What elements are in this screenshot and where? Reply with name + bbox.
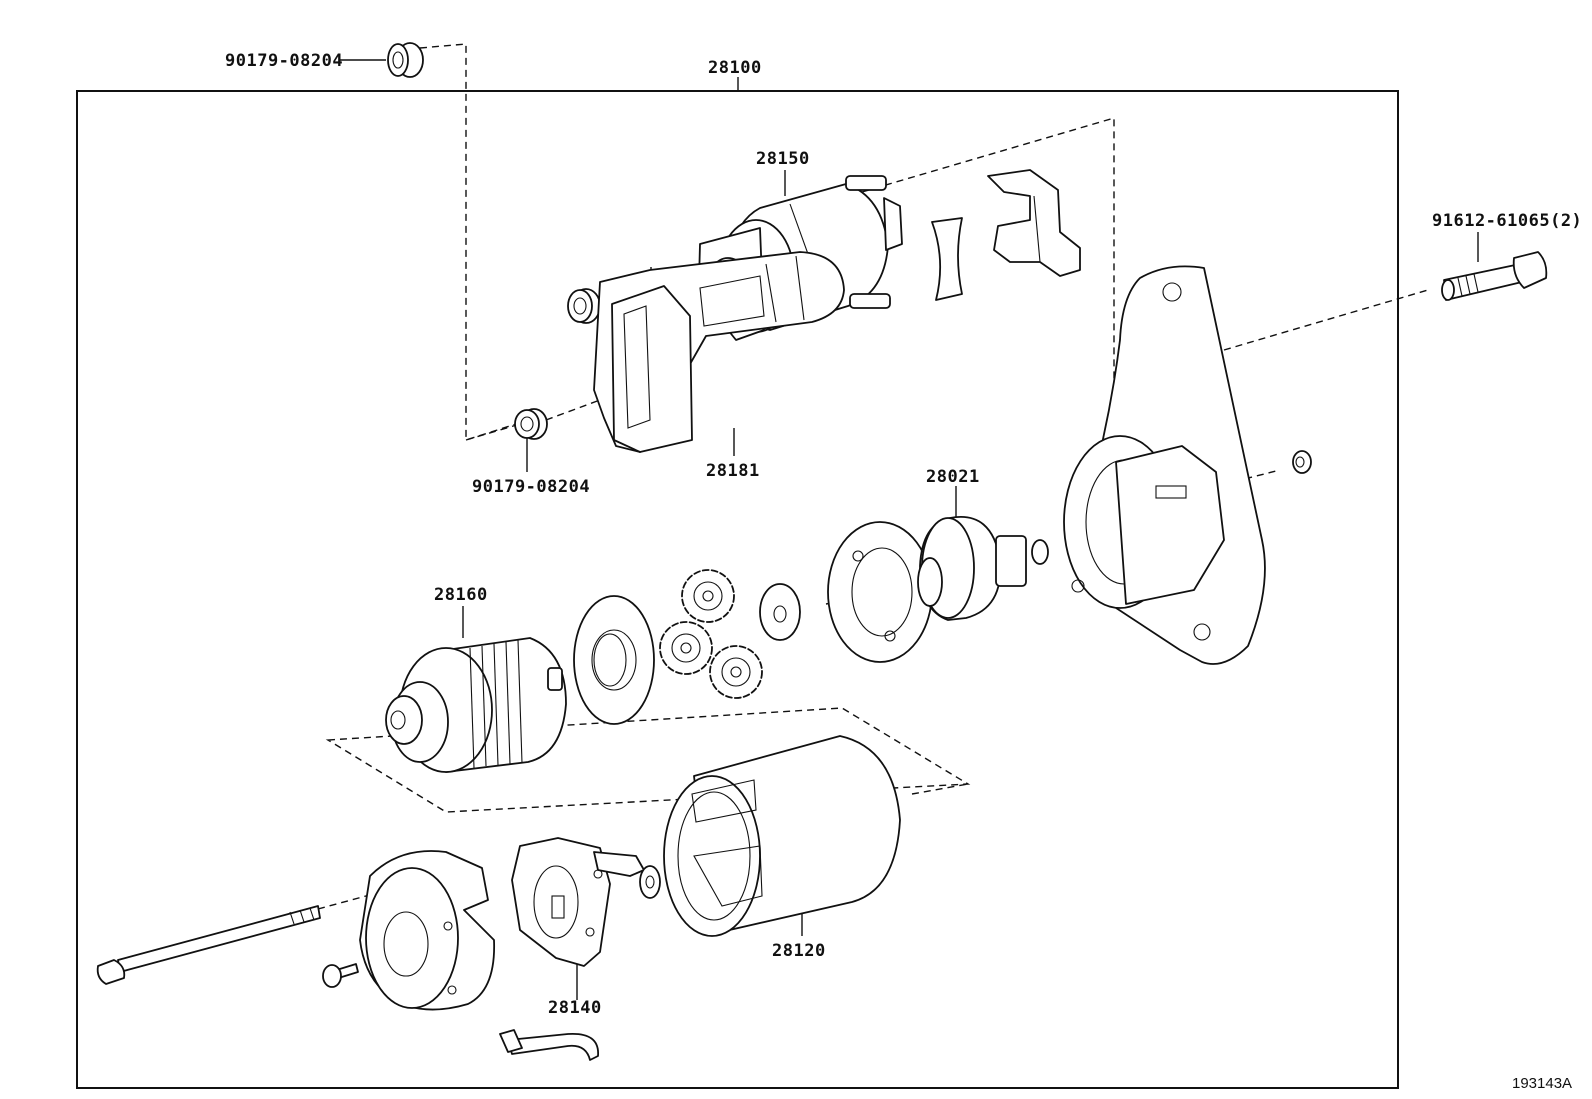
switch-nut-icon	[567, 288, 601, 324]
wire-lead-icon	[499, 1029, 599, 1061]
nut-top-icon[interactable]	[387, 42, 424, 78]
end-frame-icon[interactable]	[359, 850, 495, 1011]
label-yoke: 28120	[772, 941, 826, 961]
washer-icon	[759, 583, 801, 641]
label-through-bolt: 91612-61065(2)	[1432, 211, 1582, 231]
housing-nut-icon	[1292, 450, 1312, 474]
label-clutch: 28021	[926, 467, 980, 487]
label-assembly: 28100	[708, 58, 762, 78]
long-bolt-icon	[96, 905, 321, 985]
drive-housing-icon[interactable]	[1063, 265, 1266, 665]
drive-lever-icon[interactable]	[987, 169, 1081, 277]
planetary-gears-icon	[659, 569, 763, 699]
label-armature: 28160	[434, 585, 488, 605]
label-nut-top: 90179-08204	[225, 51, 343, 71]
yoke-icon[interactable]	[663, 735, 901, 937]
label-lever-housing: 28181	[706, 461, 760, 481]
switch-contact-icon	[931, 217, 963, 301]
brush-holder-icon[interactable]	[511, 837, 661, 967]
armature-icon[interactable]	[385, 637, 567, 773]
label-magnetic-switch: 28150	[756, 149, 810, 169]
nut-lower-icon[interactable]	[514, 408, 548, 440]
lever-housing-icon[interactable]	[593, 251, 845, 453]
gear-plate-icon	[573, 595, 655, 725]
label-brush-holder: 28140	[548, 998, 602, 1018]
through-bolt-icon[interactable]	[1441, 251, 1548, 301]
screw-icon	[322, 963, 359, 988]
clutch-icon[interactable]	[827, 516, 1049, 663]
leader-lines	[340, 59, 1479, 1000]
diagram-code: 193143A	[1512, 1075, 1572, 1092]
label-nut-lower: 90179-08204	[472, 477, 590, 497]
